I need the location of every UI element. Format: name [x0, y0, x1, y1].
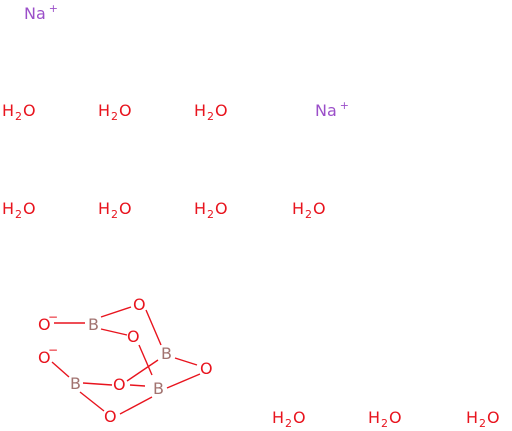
oxygen-atom: O — [127, 327, 140, 346]
water-molecule-5: H2O — [98, 199, 132, 222]
water-o: O — [215, 101, 228, 120]
water-subscript: 2 — [207, 110, 215, 123]
sodium-ion-1: Na+ — [24, 2, 58, 24]
oxygen-atom: O — [200, 359, 213, 378]
bond — [138, 344, 153, 376]
water-o: O — [389, 408, 402, 427]
water-molecule-4: H2O — [2, 199, 36, 222]
water-subscript: 2 — [15, 208, 23, 221]
borate-bonds — [51, 306, 201, 415]
oxygen-atom: O — [38, 348, 51, 367]
boron-atom: B — [88, 315, 99, 334]
water-h: H — [272, 408, 285, 427]
boron-atom: B — [161, 344, 172, 363]
water-o: O — [293, 408, 306, 427]
bond — [119, 396, 153, 415]
water-h: H — [194, 101, 207, 120]
sodium-ion-2: Na+ — [315, 99, 349, 121]
water-molecule-2: H2O — [98, 101, 132, 124]
bond — [82, 382, 113, 386]
negative-charge: − — [48, 310, 58, 324]
water-molecule-10: H2O — [466, 408, 500, 431]
water-subscript: 2 — [111, 110, 119, 123]
boron-atom: B — [70, 374, 81, 393]
water-molecule-6: H2O — [194, 199, 228, 222]
boron-atom: B — [153, 379, 164, 398]
water-h: H — [194, 199, 207, 218]
water-subscript: 2 — [207, 208, 215, 221]
bond — [100, 328, 128, 336]
sodium-symbol: Na — [315, 101, 337, 120]
water-o: O — [487, 408, 500, 427]
bond — [129, 384, 146, 387]
bond — [51, 361, 70, 378]
bond — [100, 306, 132, 318]
water-subscript: 2 — [111, 208, 119, 221]
water-h: H — [98, 101, 111, 120]
oxygen-atom: O — [133, 295, 146, 314]
water-subscript: 2 — [15, 110, 23, 123]
water-subscript: 2 — [285, 417, 293, 430]
water-h: H — [292, 199, 305, 218]
water-o: O — [23, 101, 36, 120]
water-molecule-7: H2O — [292, 199, 326, 222]
water-o: O — [215, 199, 228, 218]
water-o: O — [119, 101, 132, 120]
oxygen-atom: O — [104, 407, 117, 426]
water-o: O — [313, 199, 326, 218]
water-molecule-3: H2O — [194, 101, 228, 124]
bond — [79, 391, 105, 412]
water-h: H — [98, 199, 111, 218]
water-h: H — [466, 408, 479, 427]
water-h: H — [368, 408, 381, 427]
negative-charge: − — [48, 343, 58, 357]
bond — [145, 309, 162, 346]
water-molecule-1: H2O — [2, 101, 36, 124]
oxygen-atom: O — [113, 375, 126, 394]
bond — [166, 373, 201, 389]
water-o: O — [23, 199, 36, 218]
bond — [126, 359, 159, 382]
water-molecule-8: H2O — [272, 408, 306, 431]
sodium-charge: + — [339, 99, 349, 112]
oxygen-atom: O — [38, 315, 51, 334]
water-subscript: 2 — [381, 417, 389, 430]
water-subscript: 2 — [479, 417, 487, 430]
water-molecule-9: H2O — [368, 408, 402, 431]
sodium-charge: + — [48, 2, 58, 15]
borate-atoms: O − B O O O − B O B O B O — [38, 295, 213, 426]
bond — [174, 357, 198, 366]
water-h: H — [2, 199, 15, 218]
sodium-symbol: Na — [24, 4, 46, 23]
water-o: O — [119, 199, 132, 218]
water-subscript: 2 — [305, 208, 313, 221]
water-h: H — [2, 101, 15, 120]
